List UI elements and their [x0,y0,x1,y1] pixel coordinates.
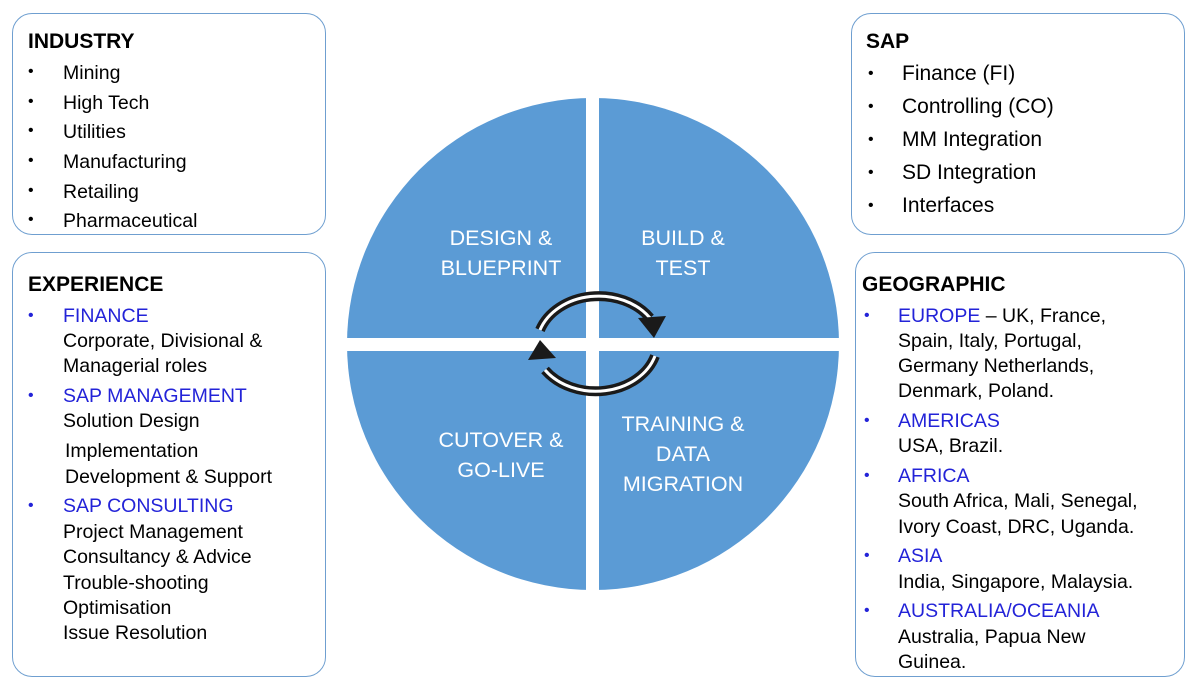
geographic-europe-heading: EUROPE – UK, France, [898,304,1106,329]
bullet-icon: • [868,98,874,115]
quadrant-design-line: DESIGN & [449,226,553,250]
experience-title: EXPERIENCE [28,273,164,296]
bullet-icon: • [864,412,870,429]
sap-item: Finance (FI) [902,62,1016,85]
geographic-africa-line: South Africa, Mali, Senegal, [898,490,1138,512]
geographic-africa-label: AFRICA [898,465,970,487]
experience-finance-line: Managerial roles [63,355,208,377]
bullet-icon: • [28,211,34,228]
experience-consulting-line: Optimisation [63,597,172,619]
industry-panel [12,13,326,235]
quadrant-build-line: TEST [655,256,711,280]
sap-item: MM Integration [902,128,1043,151]
geographic-europe-line: Denmark, Poland. [898,380,1055,402]
geographic-oceania-line: Australia, Papua New [898,626,1086,648]
bullet-icon: • [868,164,874,181]
industry-item: Mining [63,62,121,84]
sap-title: SAP [866,30,910,53]
experience-management-line: Development & Support [65,466,273,488]
sap-item: Interfaces [902,194,995,217]
geographic-asia-label: ASIA [898,545,943,567]
quadrant-build-label: BUILD & TEST [641,223,725,283]
quadrant-cutover-line: GO-LIVE [457,458,545,482]
industry-item: Retailing [63,181,139,203]
experience-consulting-line: Trouble-shooting [63,572,209,594]
bullet-icon: • [868,65,874,82]
sap-panel [851,13,1185,235]
bullet-icon: • [28,387,34,404]
experience-consulting-line: Consultancy & Advice [63,546,252,568]
bullet-icon: • [864,547,870,564]
quadrant-cutover-line: CUTOVER & [438,428,564,452]
bullet-icon: • [28,182,34,199]
bullet-icon: • [864,307,870,324]
geographic-europe-line: Spain, Italy, Portugal, [898,330,1082,352]
bullet-icon: • [864,602,870,619]
industry-item: Pharmaceutical [63,210,198,232]
bullet-icon: • [28,497,34,514]
experience-finance-line: Corporate, Divisional & [63,330,263,352]
quadrant-cutover-label: CUTOVER & GO-LIVE [438,425,563,485]
industry-item: High Tech [63,92,150,114]
bullet-icon: • [868,197,874,214]
geographic-americas-label: AMERICAS [898,410,1000,432]
geographic-title: GEOGRAPHIC [862,273,1006,296]
experience-consulting-line: Issue Resolution [63,622,208,644]
quadrant-training-line: TRAINING & [621,412,745,436]
industry-item: Manufacturing [63,151,187,173]
quadrant-design-line: BLUEPRINT [440,256,562,280]
experience-panel [12,252,326,677]
cycle-arrowhead-right [638,316,666,338]
sap-item: Controlling (CO) [902,95,1054,118]
cycle-arrow-inner [538,294,657,393]
geographic-europe-label: EUROPE [898,305,981,327]
experience-consulting-label: SAP CONSULTING [63,495,234,517]
bullet-icon: • [868,131,874,148]
quadrant-training-label: TRAINING & DATA MIGRATION [621,409,744,499]
geographic-europe-line: Germany Netherlands, [898,355,1095,377]
experience-management-line: Implementation [65,440,199,462]
industry-title: INDUSTRY [28,30,135,53]
bullet-icon: • [28,93,34,110]
quadrant-build-line: BUILD & [641,226,725,250]
industry-item: Utilities [63,121,126,143]
cycle-arrowhead-left [528,340,556,360]
bullet-icon: • [28,152,34,169]
geographic-europe-inline: – UK, France, [980,305,1107,327]
geographic-americas-line: USA, Brazil. [898,435,1004,457]
sap-item: SD Integration [902,161,1037,184]
experience-management-label: SAP MANAGEMENT [63,385,247,407]
geographic-asia-line: India, Singapore, Malaysia. [898,571,1134,593]
quadrant-training-line: DATA [655,442,711,466]
bullet-icon: • [28,63,34,80]
bullet-icon: • [864,467,870,484]
experience-management-line: Solution Design [63,410,200,432]
quadrant-design [347,98,586,338]
geographic-oceania-line: Guinea. [898,651,967,673]
bullet-icon: • [28,307,34,324]
quadrant-design-label: DESIGN & BLUEPRINT [441,223,562,283]
geographic-africa-line: Ivory Coast, DRC, Uganda. [898,516,1135,538]
bullet-icon: • [28,122,34,139]
quadrant-training-line: MIGRATION [622,472,744,496]
geographic-oceania-label: AUSTRALIA/OCEANIA [898,600,1100,622]
experience-finance-label: FINANCE [63,305,149,327]
experience-consulting-line: Project Management [63,521,243,543]
geographic-panel [855,252,1185,677]
